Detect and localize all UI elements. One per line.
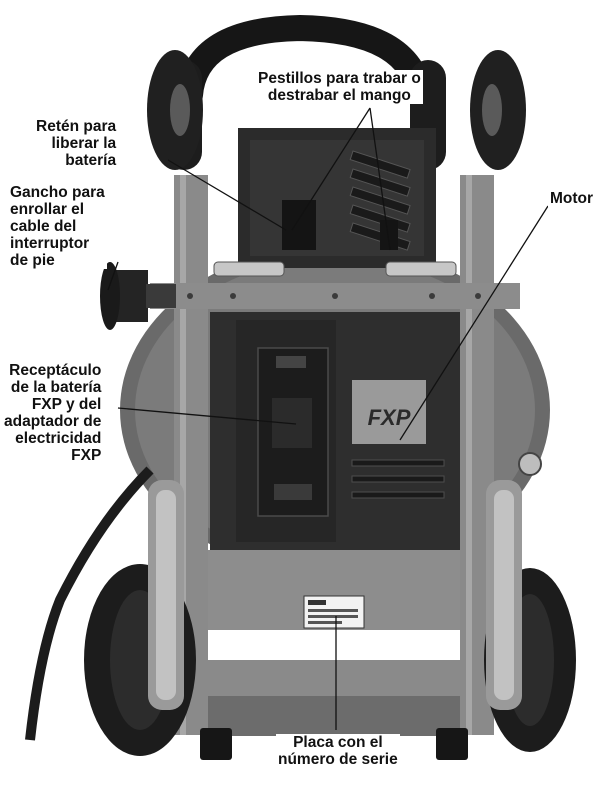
motor-housing: FXP <box>210 312 460 550</box>
power-cord <box>25 466 154 741</box>
upper-rollers <box>147 50 526 170</box>
cord-hook <box>100 262 176 330</box>
lower-wheels <box>84 480 576 756</box>
frame <box>150 175 520 736</box>
motor-badge-label: FXP <box>368 405 411 430</box>
label-cord-hook: Gancho para enrollar el cable del interr… <box>8 184 107 269</box>
leader-lines <box>107 107 549 730</box>
label-handle-latches: Pestillos para trabar o destrabar el man… <box>256 70 423 104</box>
upper-cover <box>238 128 436 268</box>
serial-plate <box>303 595 365 629</box>
label-battery-release: Retén para liberar la batería <box>34 118 119 169</box>
handle-latches <box>213 261 457 277</box>
label-battery-receptacle: Receptáculo de la batería FXP y del adap… <box>2 362 104 464</box>
label-motor: Motor <box>548 190 596 207</box>
feet <box>200 728 468 760</box>
axle-knob <box>518 452 542 476</box>
label-serial-plate: Placa con el número de serie <box>276 734 400 768</box>
